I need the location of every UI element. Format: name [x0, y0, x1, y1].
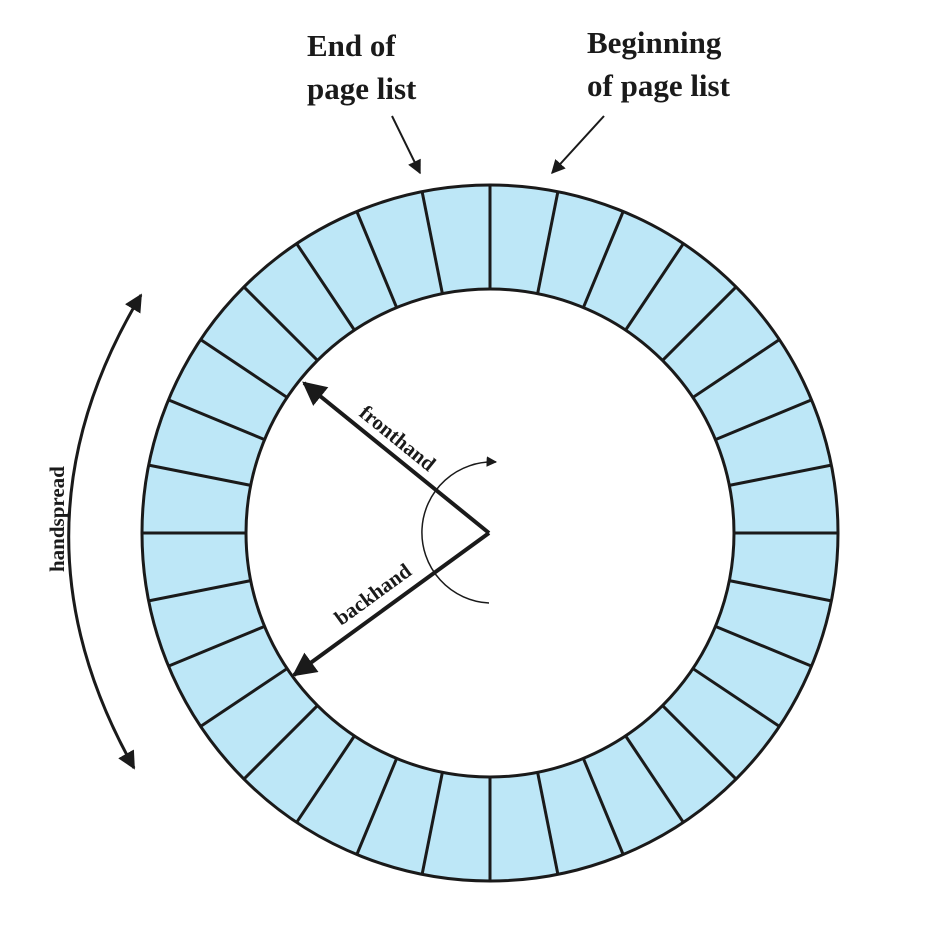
handspread-double-arrow [67, 293, 143, 770]
page-frame-divider [714, 398, 813, 442]
ring-outer-edge [140, 183, 840, 883]
page-frame-divider [624, 735, 685, 824]
page-frame-divider [692, 667, 781, 728]
page-frame-divider [420, 191, 444, 294]
page-frame-divider [536, 191, 560, 294]
beginning-of-page-list-label-line1: Beginning [587, 25, 722, 60]
page-frame-divider [199, 667, 288, 728]
page-frame-divider [295, 735, 356, 824]
page-frame-divider [661, 704, 738, 781]
page-frame-divider [167, 398, 266, 442]
backhand-pointer [292, 531, 491, 677]
page-frame-divider [581, 757, 625, 856]
page-frame-divider [148, 463, 251, 487]
page-frame-dividers [142, 185, 838, 881]
rotation-direction-arc [421, 456, 498, 604]
page-frame-ring [140, 183, 840, 883]
page-frame-divider [661, 285, 738, 362]
fronthand-pointer [302, 381, 491, 535]
page-frame-divider [148, 579, 251, 603]
page-frame-divider [536, 772, 560, 875]
end-of-page-list-label-line2: page list [307, 71, 417, 106]
page-frame-divider [355, 210, 399, 309]
page-frame-divider [199, 338, 288, 399]
page-frame-divider [729, 579, 832, 603]
beginning-of-page-list-arrow [551, 115, 605, 175]
page-frame-divider [581, 210, 625, 309]
page-frame-divider [242, 285, 319, 362]
page-frame-divider [355, 757, 399, 856]
page-frame-divider [714, 624, 813, 668]
page-frame-divider [729, 463, 832, 487]
beginning-of-page-list-label-line2: of page list [587, 68, 731, 103]
page-frame-divider [242, 704, 319, 781]
fronthand-label: fronthand [355, 400, 441, 476]
page-frame-divider [295, 242, 356, 331]
page-frame-divider [624, 242, 685, 331]
end-of-page-list-label-line1: End of [307, 28, 396, 63]
page-frame-divider [420, 772, 444, 875]
end-of-page-list-arrow [391, 115, 421, 175]
handspread-label: handspread [45, 466, 69, 572]
page-frame-divider [692, 338, 781, 399]
ring-inner-edge [244, 287, 736, 779]
page-frame-divider [167, 624, 266, 668]
